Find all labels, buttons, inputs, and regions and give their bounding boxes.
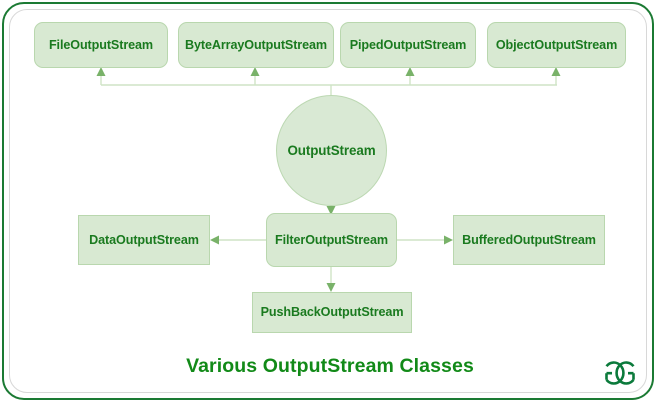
node-data-output-stream[interactable]: DataOutputStream — [78, 215, 210, 265]
geeksforgeeks-logo-icon — [592, 356, 648, 390]
outer-border-frame — [2, 2, 654, 400]
diagram-title: Various OutputStream Classes — [186, 355, 474, 377]
node-buffered-output-stream[interactable]: BufferedOutputStream — [453, 215, 605, 265]
node-label: BufferedOutputStream — [462, 232, 596, 247]
node-filter-output-stream[interactable]: FilterOutputStream — [266, 213, 397, 267]
node-label: DataOutputStream — [89, 232, 199, 247]
node-label: OutputStream — [287, 142, 376, 158]
node-label: ObjectOutputStream — [495, 37, 618, 52]
node-label: PipedOutputStream — [349, 37, 467, 52]
node-object-output-stream[interactable]: ObjectOutputStream — [487, 22, 626, 68]
node-label: FilterOutputStream — [275, 232, 388, 247]
node-label: ByteArrayOutputStream — [184, 37, 328, 52]
node-piped-output-stream[interactable]: PipedOutputStream — [340, 22, 476, 68]
inner-border-frame — [9, 9, 647, 393]
node-output-stream-root[interactable]: OutputStream — [276, 95, 387, 206]
node-byte-array-output-stream[interactable]: ByteArrayOutputStream — [178, 22, 334, 68]
node-label: PushBackOutputStream — [260, 305, 404, 320]
node-file-output-stream[interactable]: FileOutputStream — [34, 22, 168, 68]
node-label: FileOutputStream — [48, 37, 154, 52]
node-pushback-output-stream[interactable]: PushBackOutputStream — [252, 292, 412, 333]
